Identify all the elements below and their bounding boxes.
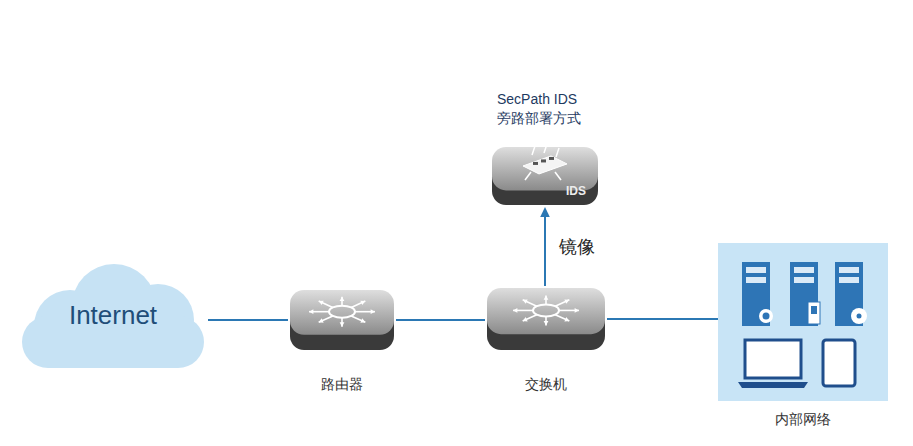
server-icon (835, 262, 867, 326)
switch-device: 交换机 (485, 286, 607, 352)
device-label: 内部网络 (775, 411, 831, 429)
device-badge: IDS (566, 184, 586, 198)
tablet-icon (823, 340, 855, 386)
laptop-icon (738, 340, 808, 388)
device-shape (485, 286, 607, 352)
server-icon (790, 262, 820, 326)
link-stroke (396, 319, 485, 321)
device-label: 交换机 (525, 376, 567, 394)
link-line (396, 320, 485, 321)
arrow-head (540, 207, 550, 217)
device-shape (288, 288, 396, 352)
edge-label: 镜像 (557, 235, 597, 259)
link-line (607, 319, 718, 320)
network-panel: 内部网络 (718, 243, 888, 401)
link-line (208, 320, 288, 321)
link-stroke (208, 319, 288, 321)
ids-device: SecPath IDS 旁路部署方式IDS (490, 145, 600, 207)
device-title: SecPath IDS 旁路部署方式 (497, 90, 597, 128)
device-label: 路由器 (321, 376, 363, 394)
link-stroke (607, 318, 718, 320)
router-device: 路由器 (288, 288, 396, 352)
server-icon (742, 262, 773, 326)
link-line (540, 207, 550, 286)
internet-cloud: Internet (18, 258, 208, 372)
link-stroke (544, 216, 546, 286)
cloud-label: Internet (69, 300, 157, 331)
